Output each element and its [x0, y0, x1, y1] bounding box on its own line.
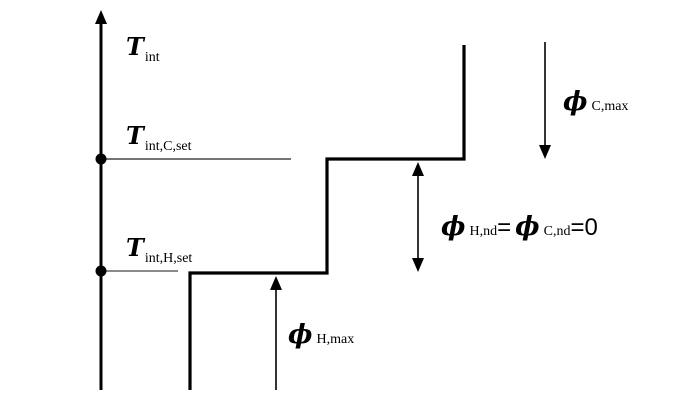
- heating-setpoint-dot: [95, 265, 107, 277]
- step-characteristic-line: [188, 45, 466, 390]
- heating-setpoint-label: Tint,H,set: [126, 233, 192, 266]
- deadband-arrowhead-up-icon: [412, 162, 424, 176]
- cooling-setpoint-dot: [95, 153, 107, 165]
- cooling-max-arrowhead-icon: [539, 145, 551, 159]
- heating-max-arrowhead-icon: [270, 276, 282, 290]
- deadband-arrowhead-down-icon: [412, 258, 424, 272]
- cooling-setpoint-label: Tint,C,set: [126, 121, 192, 154]
- axis-label: Tint: [126, 32, 160, 65]
- axis-arrow-icon: [95, 10, 107, 24]
